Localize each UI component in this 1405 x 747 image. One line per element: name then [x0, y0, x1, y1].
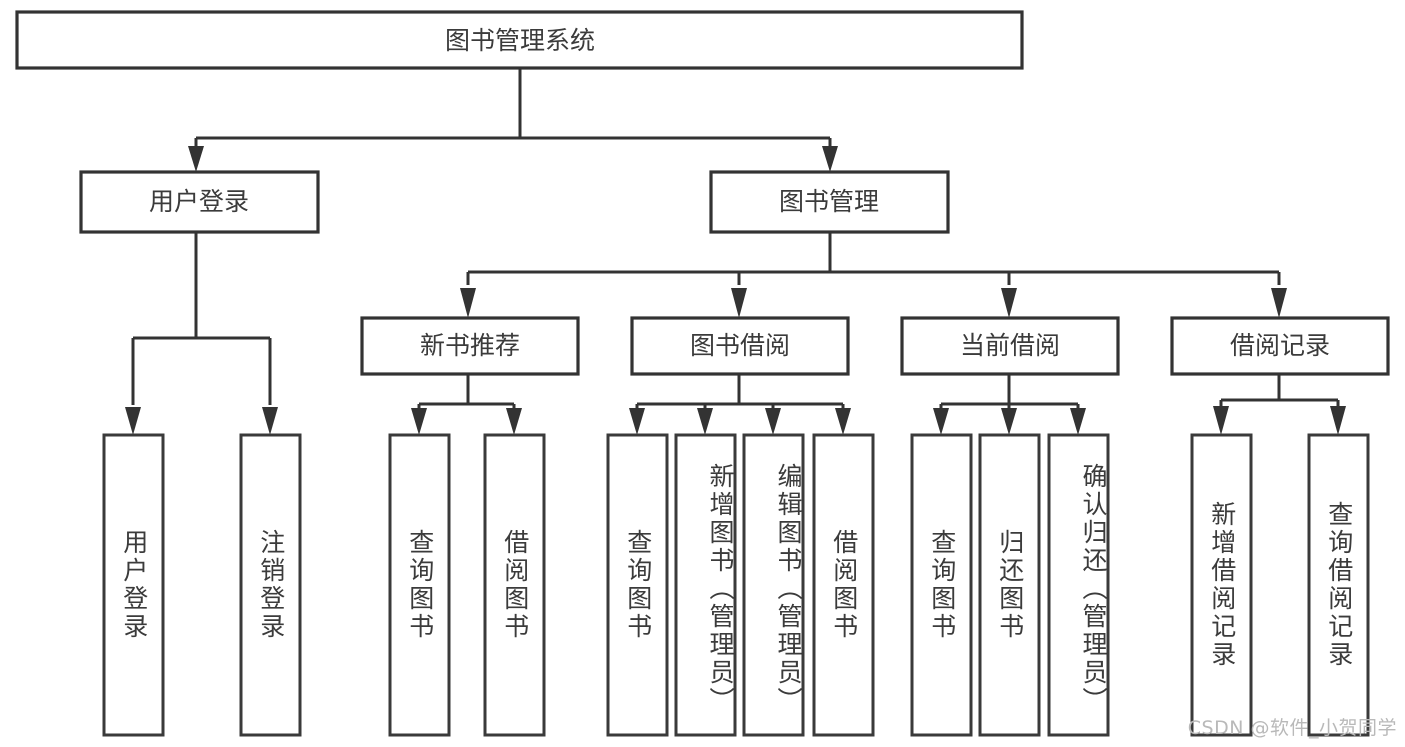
node-current-borrow-box[interactable]	[900, 316, 1120, 376]
leaf-box-query-record[interactable]	[1307, 433, 1370, 737]
arrow-to-leaf-query-book-3	[933, 408, 949, 435]
node-user-login-box[interactable]	[79, 170, 320, 234]
leaf-box-layer	[102, 433, 1370, 737]
connector-layer	[125, 68, 1346, 435]
node-root-box[interactable]	[15, 10, 1024, 70]
arrow-to-book-management	[822, 146, 838, 172]
leaf-box-add-book[interactable]	[674, 433, 737, 737]
node-book-management-box[interactable]	[709, 170, 950, 234]
leaf-box-return-book[interactable]	[978, 433, 1041, 737]
node-root[interactable]: 图书管理系统	[15, 10, 1024, 70]
node-new-book-recommend-box[interactable]	[360, 316, 580, 376]
leaf-box-borrow-book-1[interactable]	[483, 433, 546, 737]
leaf-box-confirm-return[interactable]	[1047, 433, 1110, 737]
arrow-to-leaf-query-book-1	[411, 408, 427, 435]
arrow-to-new-book-recommend	[460, 288, 476, 318]
node-borrow-record-label: 借阅记录	[1230, 331, 1330, 360]
arrow-to-leaf-borrow-book-1	[506, 408, 522, 435]
leaf-box-add-record[interactable]	[1190, 433, 1253, 737]
arrow-to-current-borrow	[1001, 288, 1017, 318]
node-new-book-recommend-label: 新书推荐	[420, 331, 520, 360]
arrow-to-leaf-edit-book	[765, 408, 781, 435]
node-user-login-label: 用户登录	[149, 187, 249, 216]
arrow-to-leaf-return-book	[1001, 408, 1017, 435]
leaf-box-user-logout[interactable]	[239, 433, 302, 737]
leaf-box-user-login[interactable]	[102, 433, 165, 737]
arrow-to-leaf-query-record	[1330, 406, 1346, 435]
arrow-to-user-login	[188, 146, 204, 172]
arrow-to-leaf-query-book-2	[629, 408, 645, 435]
leaf-box-query-book-1[interactable]	[388, 433, 451, 737]
leaf-box-edit-book[interactable]	[742, 433, 805, 737]
leaf-box-query-book-2[interactable]	[606, 433, 669, 737]
arrow-to-leaf-borrow-book-2	[835, 408, 851, 435]
node-current-borrow-label: 当前借阅	[960, 331, 1060, 360]
node-book-borrow-label: 图书借阅	[690, 331, 790, 360]
arrow-to-leaf-confirm-return	[1070, 408, 1086, 435]
leaf-box-borrow-book-2[interactable]	[812, 433, 875, 737]
leaf-box-query-book-3[interactable]	[910, 433, 973, 737]
node-book-management[interactable]: 图书管理	[709, 170, 950, 234]
arrow-to-leaf-add-book	[697, 408, 713, 435]
arrow-to-borrow-record	[1271, 288, 1287, 318]
node-book-management-label: 图书管理	[779, 187, 879, 216]
arrow-to-leaf-user-logout	[262, 407, 278, 435]
arrow-to-book-borrow	[731, 288, 747, 318]
node-borrow-record[interactable]: 借阅记录	[1170, 316, 1390, 376]
node-borrow-record-box[interactable]	[1170, 316, 1390, 376]
node-root-label: 图书管理系统	[445, 26, 595, 55]
node-book-borrow-box[interactable]	[630, 316, 850, 376]
csdn-watermark: CSDN @软件_小贺同学	[1187, 717, 1397, 739]
node-current-borrow[interactable]: 当前借阅	[900, 316, 1120, 376]
node-book-borrow[interactable]: 图书借阅	[630, 316, 850, 376]
arrow-to-leaf-user-login	[125, 407, 141, 435]
node-new-book-recommend[interactable]: 新书推荐	[360, 316, 580, 376]
node-user-login[interactable]: 用户登录	[79, 170, 320, 234]
arrow-to-leaf-add-record	[1213, 406, 1229, 435]
